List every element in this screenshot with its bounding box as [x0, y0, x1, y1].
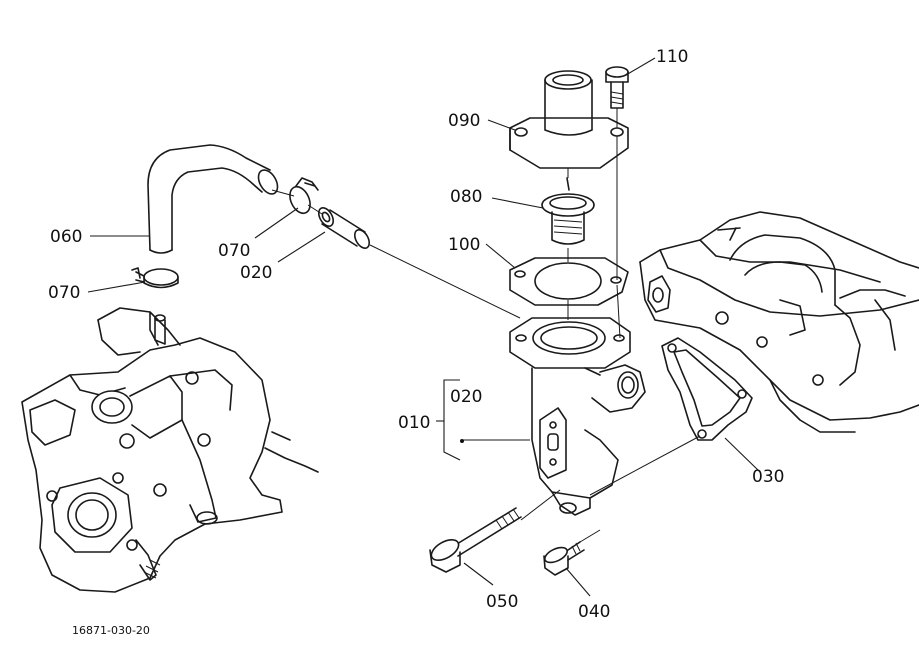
- bolt-050: [429, 507, 522, 573]
- callout-040: 040: [578, 602, 610, 622]
- callout-100: 100: [448, 235, 480, 255]
- thermostat-080: [541, 177, 595, 245]
- hose-clamp-070-lower: [131, 267, 179, 289]
- callout-070-upper: 070: [218, 241, 250, 261]
- bolt-110: [605, 66, 629, 109]
- cylinder-head-block: [639, 211, 919, 433]
- hose-clamp-070-upper: [289, 177, 319, 215]
- figure-reference-number: 16871-030-20: [72, 624, 150, 637]
- leader-lines: [87, 57, 761, 597]
- pipe-020: [317, 207, 371, 249]
- callout-010: 010: [398, 413, 430, 433]
- callout-050: 050: [486, 592, 518, 612]
- callout-070-lower: 070: [48, 283, 80, 303]
- callout-030: 030: [752, 467, 784, 487]
- water-pump-assembly: [21, 307, 319, 593]
- gasket-030: [661, 337, 753, 441]
- callout-110: 110: [656, 47, 688, 67]
- callout-020-housing: 020: [450, 387, 482, 407]
- assembly-lines: [271, 108, 701, 543]
- callout-labels: 110 090 080 100 060 070 020 070 010 020 …: [48, 47, 784, 637]
- bypass-hose-060: [147, 144, 279, 254]
- gasket-100: [509, 257, 629, 306]
- thermostat-housing-010: [509, 317, 646, 516]
- callout-060: 060: [50, 227, 82, 247]
- callout-090: 090: [448, 111, 480, 131]
- bolt-040: [543, 541, 585, 576]
- callout-080: 080: [450, 187, 482, 207]
- callout-020-pipe: 020: [240, 263, 272, 283]
